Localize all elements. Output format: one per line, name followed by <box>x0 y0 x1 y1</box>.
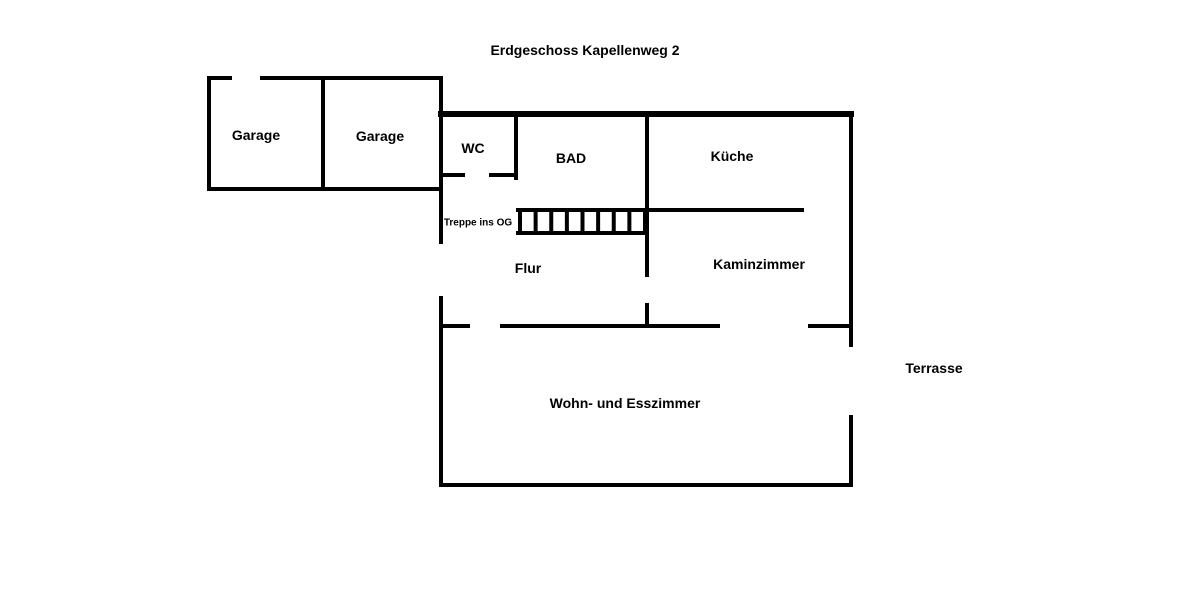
room-label-garage-1: Garage <box>231 127 281 143</box>
room-label-wc: WC <box>461 140 485 156</box>
plan-title: Erdgeschoss Kapellenweg 2 <box>490 42 680 58</box>
room-label-treppe: Treppe ins OG <box>443 217 513 229</box>
room-label-garage-2: Garage <box>355 128 405 144</box>
walls <box>207 76 854 487</box>
room-label-terrasse: Terrasse <box>905 360 963 376</box>
room-label-kueche: Küche <box>710 148 754 164</box>
room-label-bad: BAD <box>555 150 587 166</box>
room-label-flur: Flur <box>514 260 542 276</box>
room-label-wohn-esszimmer: Wohn- und Esszimmer <box>549 395 701 411</box>
staircase <box>516 208 647 235</box>
room-label-kaminzimmer: Kaminzimmer <box>713 256 805 272</box>
